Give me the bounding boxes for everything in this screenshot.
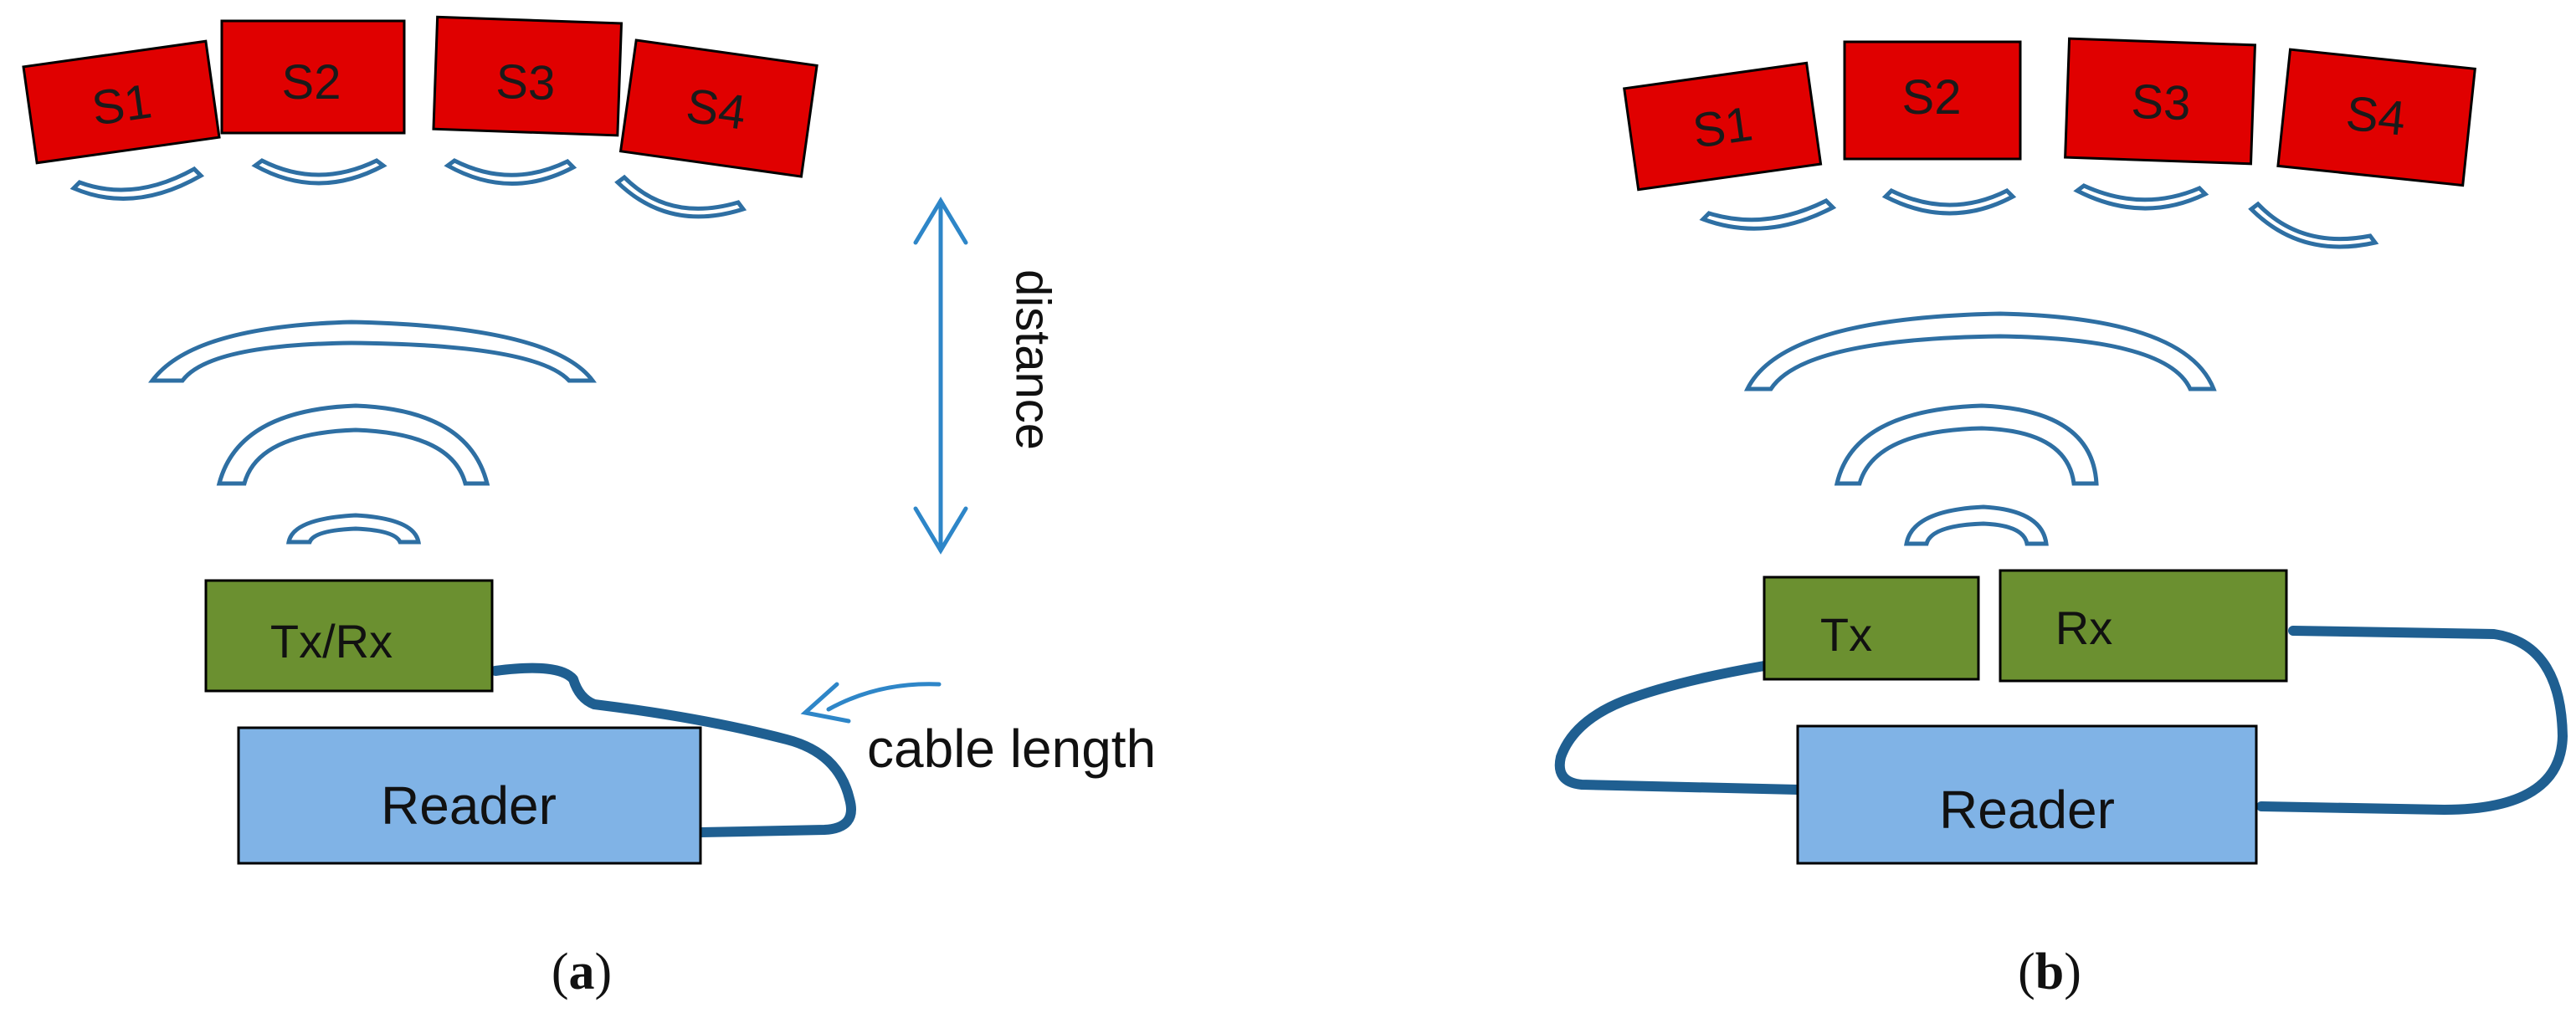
reader-box-a: Reader	[237, 726, 702, 865]
sensor-s1-b: S1	[1623, 61, 1823, 192]
coil-s4-b	[2248, 201, 2379, 249]
caption-a: (a)	[552, 944, 612, 1000]
sensor-s4-a: S4	[618, 38, 818, 178]
panel-a: S1 S2 S3 S4	[22, 15, 1156, 1000]
sensor-label: S2	[282, 55, 341, 110]
antenna-waves-a	[148, 320, 597, 545]
cable-b	[1554, 626, 2568, 815]
sensor-s4-b: S4	[2276, 48, 2476, 187]
antenna-waves-b	[1743, 311, 2217, 546]
sensor-label: S4	[683, 78, 749, 140]
sensor-s2-a: S2	[220, 19, 406, 135]
sensor-s1-a: S1	[22, 39, 221, 165]
rx-antenna-box: Rx	[1999, 569, 2288, 683]
reader-label-b: Reader	[1939, 780, 2115, 840]
tx-label: Tx	[1820, 608, 1872, 661]
reader-box-b: Reader	[1796, 724, 2258, 865]
txrx-label: Tx/Rx	[270, 615, 393, 668]
tx-antenna-box: Tx	[1763, 576, 1980, 681]
sensor-label: S1	[89, 74, 155, 136]
coil-s3-a	[444, 158, 577, 186]
sensor-s2-b: S2	[1843, 40, 2022, 161]
sensor-coils-a	[69, 158, 747, 219]
cable-length-label: cable length	[867, 719, 1156, 779]
wave-small-a	[286, 513, 421, 545]
sensor-label: S4	[2343, 86, 2408, 146]
rx-label: Rx	[2055, 601, 2112, 654]
txrx-antenna-box: Tx/Rx	[204, 579, 494, 693]
sensor-label: S1	[1690, 96, 1756, 158]
wave-small-b	[1904, 504, 2049, 546]
distance-label: distance	[1006, 269, 1060, 450]
caption-b: (b)	[2018, 944, 2081, 1000]
coil-s1-b	[1699, 197, 1837, 231]
cable-length-pointer	[800, 682, 942, 724]
wave-medium-b	[1834, 403, 2099, 486]
coil-s1-a	[69, 166, 205, 201]
distance-arrow	[913, 197, 968, 555]
sensor-label: S2	[1902, 70, 1962, 125]
wave-large-b	[1743, 311, 2217, 391]
coil-s2-b	[1881, 187, 2017, 216]
sensor-s3-a: S3	[432, 15, 623, 137]
cable-a	[490, 663, 856, 837]
panel-b: S1 S2 S3 S4	[1554, 37, 2568, 1000]
wave-large-a	[148, 320, 597, 383]
reader-label-a: Reader	[381, 775, 557, 836]
sensor-s3-b: S3	[2064, 37, 2256, 166]
sensor-label: S3	[495, 54, 556, 110]
coil-s2-a	[251, 158, 387, 186]
coil-s4-a	[614, 174, 747, 219]
wave-medium-a	[216, 403, 490, 486]
sensor-label: S3	[2130, 74, 2191, 130]
sensor-coils-b	[1699, 183, 2379, 249]
coil-s3-b	[2073, 183, 2209, 211]
